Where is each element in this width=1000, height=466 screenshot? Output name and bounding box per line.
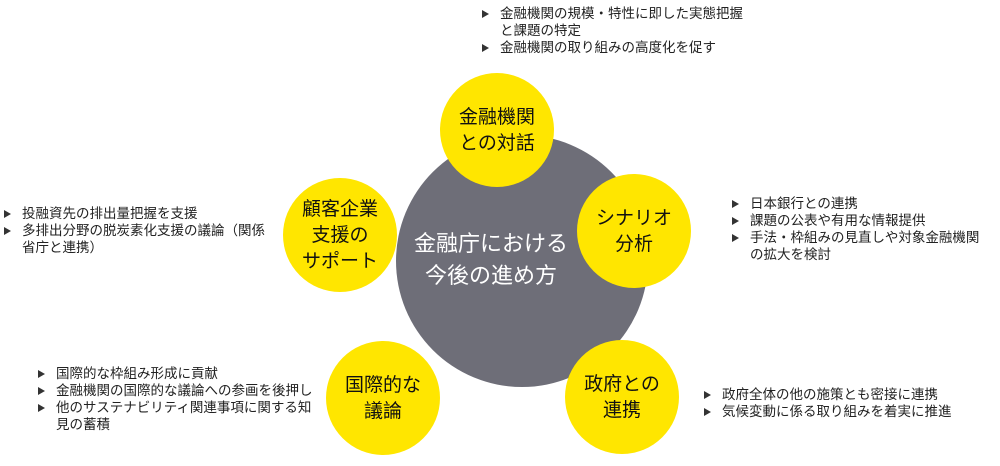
bullet-item: 金融機関の取り組みの高度化を促す: [478, 40, 753, 57]
node-dialogue: 金融機関 との対話: [440, 73, 554, 187]
node-international-label: 国際的な 議論: [344, 374, 421, 422]
node-dialogue-label: 金融機関 との対話: [458, 106, 535, 154]
node-customer-label: 顧客企業 支援の サポート: [301, 198, 378, 272]
center-label: 金融庁における 今後の進め方: [413, 232, 568, 289]
bullet-item: 日本銀行との連携: [728, 196, 983, 213]
bullet-item: 気候変動に係る取り組みを着実に推進: [700, 404, 1000, 421]
customer-bullets: 投融資先の排出量把握を支援 多排出分野の脱炭素化支援の議論（関係省庁と連携）: [0, 206, 270, 257]
dialogue-bullets: 金融機関の規模・特性に即した実態把握と課題の特定 金融機関の取り組みの高度化を促…: [478, 6, 753, 57]
scenario-bullets: 日本銀行との連携 課題の公表や有用な情報提供 手法・枠組みの見直しや対象金融機関…: [728, 196, 983, 264]
bullet-item: 政府全体の他の施策とも密接に連携: [700, 387, 1000, 404]
node-government-label: 政府との 連携: [584, 373, 660, 421]
bullet-item: 金融機関の規模・特性に即した実態把握と課題の特定: [478, 6, 753, 40]
node-government: 政府との 連携: [565, 340, 679, 454]
bullet-item: 課題の公表や有用な情報提供: [728, 213, 983, 230]
government-bullets: 政府全体の他の施策とも密接に連携 気候変動に係る取り組みを着実に推進: [700, 387, 1000, 421]
node-international: 国際的な 議論: [326, 341, 440, 455]
node-customer: 顧客企業 支援の サポート: [283, 178, 397, 292]
bullet-item: 多排出分野の脱炭素化支援の議論（関係省庁と連携）: [0, 223, 270, 257]
bullet-item: 国際的な枠組み形成に貢献: [34, 366, 314, 383]
bullet-item: 手法・枠組みの見直しや対象金融機関の拡大を検討: [728, 230, 983, 264]
bullet-item: 他のサステナビリティ関連事項に関する知見の蓄積: [34, 400, 314, 434]
node-scenario: シナリオ 分析: [577, 174, 691, 288]
bullet-item: 投融資先の排出量把握を支援: [0, 206, 270, 223]
international-bullets: 国際的な枠組み形成に貢献 金融機関の国際的な議論への参画を後押し 他のサステナビ…: [34, 366, 314, 434]
node-scenario-label: シナリオ 分析: [595, 207, 672, 255]
bullet-item: 金融機関の国際的な議論への参画を後押し: [34, 383, 314, 400]
